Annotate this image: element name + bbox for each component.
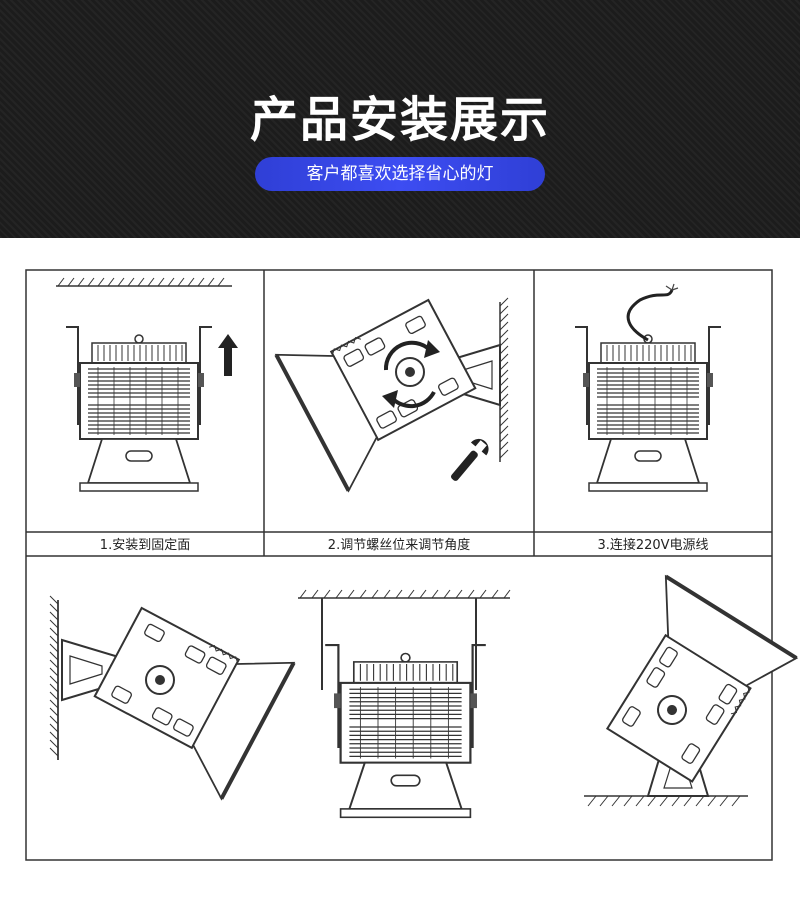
step-3-illustration	[574, 283, 722, 492]
installation-diagram: 1.安装到固定面 2.调节螺丝位来调节角度 3.连接220V电源线	[25, 269, 800, 861]
floor-mount-illustration	[541, 538, 800, 832]
up-arrow-icon	[218, 334, 238, 376]
ceiling-mount-illustration	[298, 589, 511, 819]
step-2-illustration	[274, 277, 509, 493]
wall-mount-illustration	[49, 585, 296, 801]
step-1-caption: 1.安装到固定面	[100, 538, 190, 553]
step-1-illustration	[56, 277, 238, 492]
step-3-caption: 3.连接220V电源线	[597, 537, 708, 553]
wrench-icon	[451, 438, 489, 481]
header-banner: 产品安装展示 客户都喜欢选择省心的灯	[0, 0, 800, 238]
subtitle-badge: 客户都喜欢选择省心的灯	[255, 157, 545, 191]
step-2-caption: 2.调节螺丝位来调节角度	[328, 537, 470, 553]
diagram-frame	[25, 269, 773, 861]
page-title: 产品安装展示	[249, 92, 550, 148]
